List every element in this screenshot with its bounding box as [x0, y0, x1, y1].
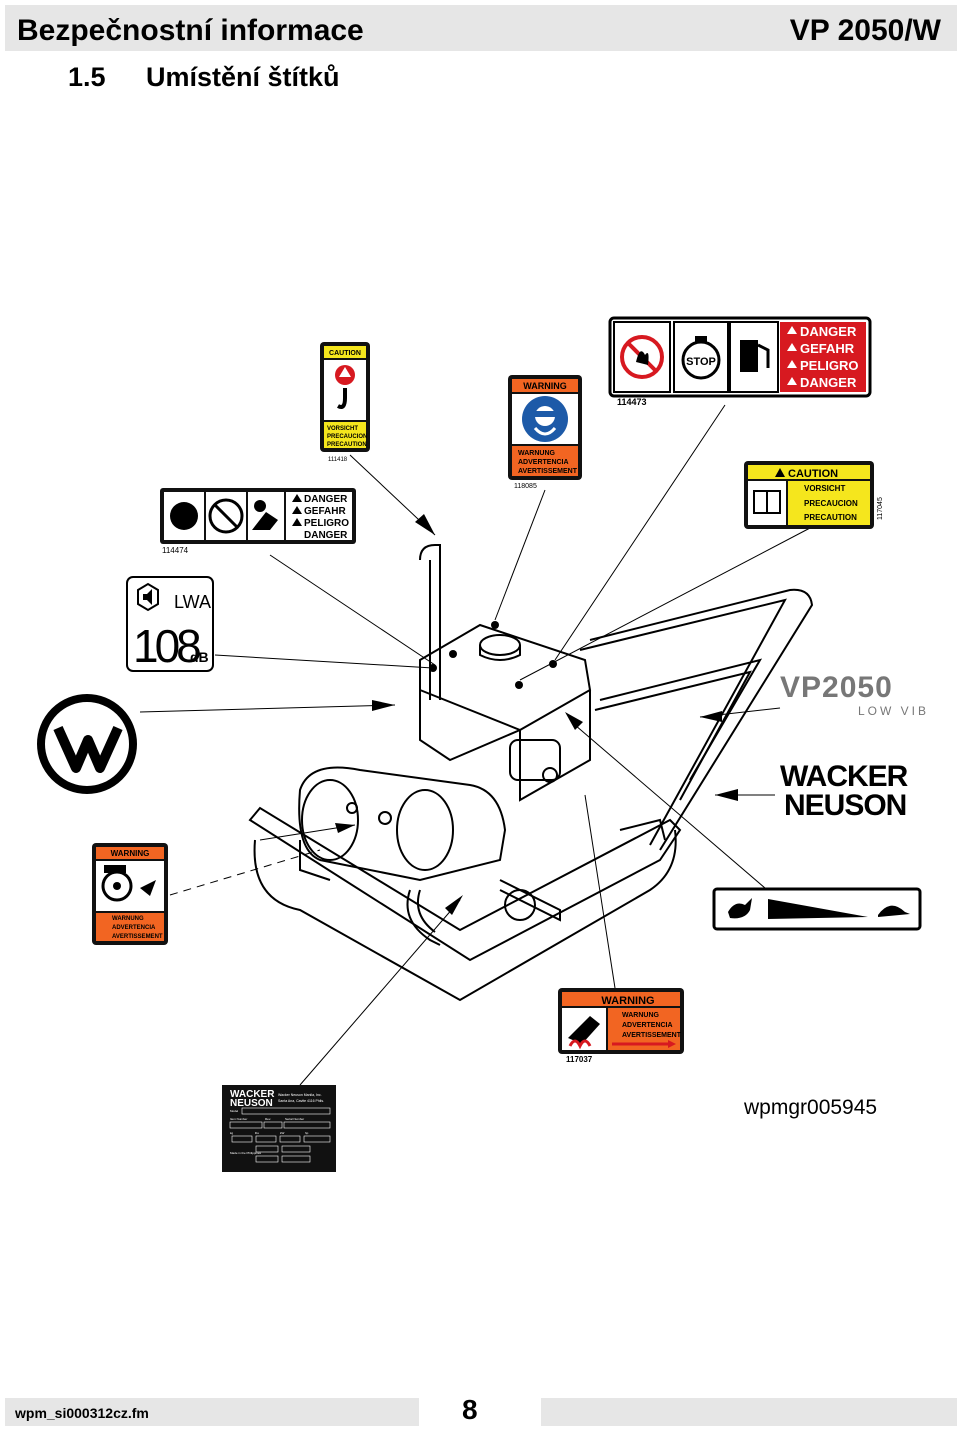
- danger-label-114473: STOP DANGER GEFAHR PELIGRO DANGER 114473: [608, 316, 872, 407]
- warning-word: WARNING: [523, 381, 567, 391]
- caution-word: CAUTION: [329, 350, 361, 357]
- caution-label-117045: CAUTION VORSICHT PRECAUCION PRECAUTION 1…: [744, 461, 884, 529]
- warning-line-1: WARNUNG: [518, 450, 555, 457]
- caution-line-3: PRECAUTION: [327, 442, 367, 448]
- warning-line-2: ADVERTENCIA: [112, 925, 156, 931]
- danger-word-3: PELIGRO: [800, 358, 859, 373]
- stop-text: STOP: [686, 356, 716, 368]
- caution-line-2: PRECAUCION: [804, 499, 858, 508]
- lwa-symbol: LWA: [174, 592, 211, 612]
- nameplate-address: Santa Ana, Cavite 4116 Phils.: [278, 1099, 324, 1103]
- warning-word: WARNING: [601, 995, 654, 1007]
- rabbit-icon: [728, 898, 752, 919]
- danger-word-4: DANGER: [800, 375, 857, 390]
- part-number-117045: 117045: [877, 497, 884, 520]
- nameplate-field-lbs: lbs: [255, 1131, 259, 1135]
- speed-wedge-icon: [768, 899, 868, 919]
- vp-model-text: VP2050: [780, 671, 893, 704]
- brand-decal: WACKER NEUSON: [780, 760, 910, 822]
- sound-power-label: LWA 108 dB: [126, 576, 214, 672]
- turtle-icon: [878, 905, 910, 917]
- part-number-111418: 111418: [328, 457, 348, 463]
- nameplate-brand-2: NEUSON: [230, 1098, 273, 1109]
- section-title: Umístění štítků: [146, 62, 340, 92]
- machine-drawing: [248, 544, 814, 1002]
- lwa-value: 108: [133, 620, 200, 672]
- danger-word-1: DANGER: [800, 324, 857, 339]
- danger-word-3: PELIGRO: [304, 518, 349, 529]
- lwa-unit: dB: [190, 649, 209, 665]
- leader-lines: [139, 404, 811, 1086]
- footer-file-bar: wpm_si000312cz.fm: [5, 1398, 419, 1426]
- footer-file-name: wpm_si000312cz.fm: [15, 1405, 149, 1421]
- part-number-114474: 114474: [162, 546, 189, 555]
- caution-line-1: VORSICHT: [804, 484, 845, 493]
- nameplate-brand-1: WACKER: [230, 1089, 275, 1100]
- danger-word-2: GEFAHR: [800, 341, 855, 356]
- caution-line-2: PRECAUCION: [327, 434, 367, 440]
- vp-sub-text: LOW VIB: [858, 704, 929, 718]
- danger-label-114474: DANGER GEFAHR PELIGRO DANGER 114474: [160, 488, 356, 555]
- danger-word-2: GEFAHR: [304, 506, 346, 517]
- part-number-117037: 117037: [566, 1055, 593, 1064]
- belt-warning-label: WARNING WARNUNG ADVERTENCIA AVERTISSEMEN…: [92, 843, 168, 945]
- nameplate-field-serial: Serial Number: [285, 1117, 304, 1121]
- danger-word-4: DANGER: [304, 530, 348, 541]
- nameplate-field-item: Item Number: [230, 1117, 247, 1121]
- brand-line-1: WACKER: [780, 760, 909, 793]
- header-model: VP 2050/W: [789, 14, 941, 47]
- caution-word: CAUTION: [788, 468, 838, 480]
- warning-line-2: ADVERTENCIA: [518, 459, 569, 466]
- vp2050-decal: VP2050 LOW VIB: [780, 671, 929, 718]
- section-number: 1.5: [68, 62, 106, 92]
- nameplate-field-kw: kW: [280, 1131, 285, 1135]
- nameplate: WACKER NEUSON Wacker Neuson Manila, Inc.…: [222, 1085, 336, 1172]
- throttle-decal: [712, 887, 922, 931]
- brand-line-2: NEUSON: [784, 789, 906, 822]
- nameplate-field-hp: hp: [305, 1131, 309, 1135]
- caution-line-1: VORSICHT: [327, 426, 358, 432]
- w-logo: [37, 694, 137, 794]
- warning-line-1: WARNUNG: [112, 916, 144, 922]
- nameplate-field-model: Model: [230, 1109, 239, 1113]
- warning-label-118085: WARNING WARNUNG ADVERTENCIA AVERTISSEMEN…: [508, 375, 582, 490]
- warning-line-3: AVERTISSEMENT: [518, 468, 578, 475]
- warning-label-117037: WARNING WARNUNG ADVERTENCIA AVERTISSEMEN…: [558, 988, 684, 1064]
- nameplate-company: Wacker Neuson Manila, Inc.: [278, 1093, 322, 1097]
- leader-arrowheads: [335, 514, 738, 915]
- caution-label-111418: CAUTION VORSICHT PRECAUCION PRECAUTION 1…: [320, 342, 370, 463]
- warning-word: WARNING: [111, 849, 150, 858]
- warning-line-2: ADVERTENCIA: [622, 1022, 673, 1029]
- nameplate-made-in: Made in the Philippines: [230, 1151, 262, 1155]
- warning-line-3: AVERTISSEMENT: [622, 1032, 682, 1039]
- nameplate-field-kg: kg: [230, 1131, 234, 1135]
- header-bar: Bezpečnostní informace VP 2050/W: [5, 5, 957, 51]
- header-title: Bezpečnostní informace: [17, 14, 364, 47]
- danger-word-1: DANGER: [304, 494, 348, 505]
- nameplate-field-rev: Rev.: [265, 1117, 271, 1121]
- warning-line-3: AVERTISSEMENT: [112, 934, 163, 940]
- warning-line-1: WARNUNG: [622, 1012, 659, 1019]
- caution-line-3: PRECAUTION: [804, 513, 857, 522]
- page-number: 8: [462, 1394, 478, 1425]
- footer-right-bar: [541, 1398, 957, 1426]
- part-number-114473: 114473: [617, 397, 647, 407]
- figure-id: wpmgr005945: [744, 1096, 878, 1119]
- part-number-118085: 118085: [514, 483, 537, 490]
